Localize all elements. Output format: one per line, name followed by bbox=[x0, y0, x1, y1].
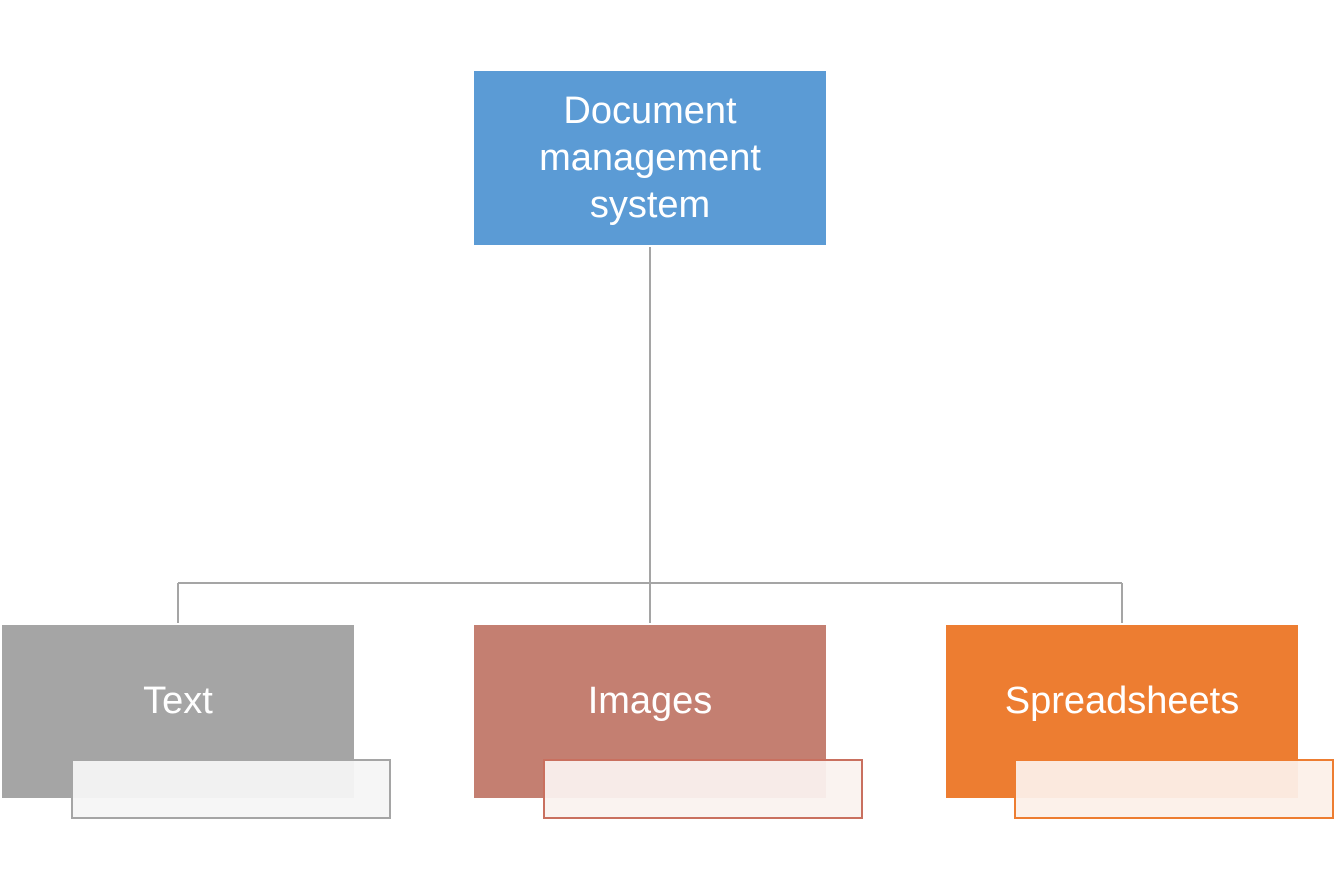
child-node-label-spreadsheets: Spreadsheets bbox=[1004, 680, 1240, 722]
child-node-label-images: Images bbox=[587, 680, 713, 722]
root-node-document-management-system[interactable]: Document management system bbox=[474, 71, 826, 245]
sub-box-text[interactable] bbox=[71, 759, 391, 819]
sub-box-images[interactable] bbox=[543, 759, 863, 819]
sub-box-spreadsheets[interactable] bbox=[1014, 759, 1334, 819]
child-node-label-text: Text bbox=[143, 680, 213, 722]
root-node-label: Document management system bbox=[539, 89, 761, 226]
